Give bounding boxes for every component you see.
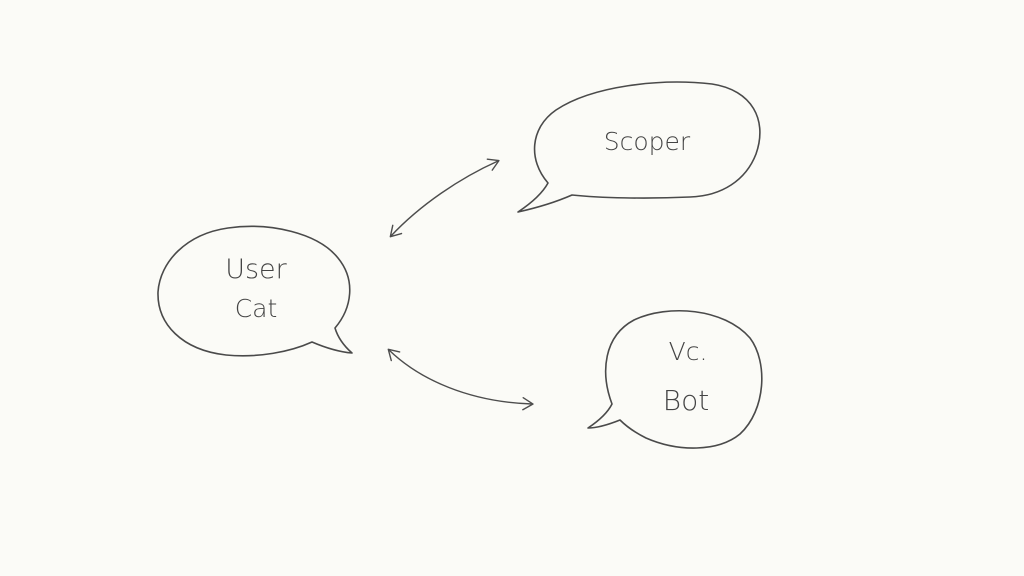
user-cat-label-line1: User — [225, 254, 287, 285]
user-cat-label-line2: Cat — [235, 294, 278, 323]
scoper-bubble: Scoper — [517, 81, 761, 213]
vc-bot-label-line1: Vc. — [669, 337, 708, 366]
user-cat-bubble-outline — [157, 225, 353, 357]
vc-bot-bubble-outline — [587, 310, 763, 449]
scoper-label: Scoper — [604, 127, 691, 156]
user-cat-bubble: User Cat — [157, 225, 353, 357]
user-scoper-arrow — [389, 158, 500, 238]
vc-bot-label-line2: Bot — [663, 384, 709, 417]
scoper-bubble-outline — [517, 81, 761, 213]
vc-bot-bubble: Vc. Bot — [587, 310, 763, 449]
user-bot-arrow — [387, 348, 534, 411]
